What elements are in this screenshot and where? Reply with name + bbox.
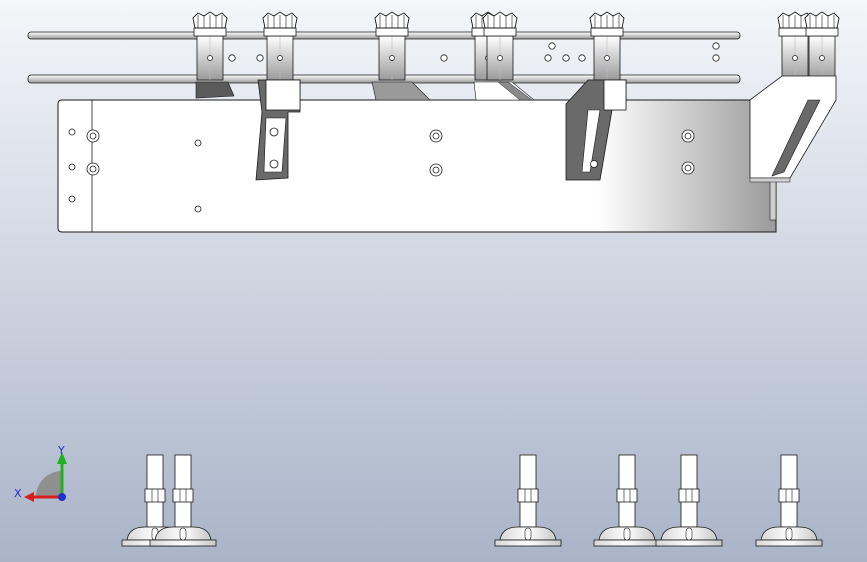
clamp-brackets <box>195 75 837 183</box>
plate-holes <box>68 42 720 213</box>
axis-triad: Y X <box>14 444 67 502</box>
leveling-feet <box>121 454 823 547</box>
bracket-4[interactable] <box>473 81 535 101</box>
star-knob-icon[interactable] <box>589 11 625 29</box>
leveling-foot[interactable] <box>655 454 723 547</box>
knob-posts <box>192 11 840 81</box>
knob-post[interactable] <box>777 11 813 81</box>
knob-post[interactable] <box>804 11 840 81</box>
star-knob-icon[interactable] <box>804 11 840 29</box>
bracket-5[interactable] <box>565 79 627 181</box>
leveling-foot[interactable] <box>149 454 217 547</box>
hex-nut <box>86 162 100 176</box>
knob-post[interactable] <box>589 11 625 81</box>
bracket-3[interactable] <box>371 81 431 101</box>
knob-post[interactable] <box>262 11 298 81</box>
knob-post[interactable] <box>482 11 518 81</box>
y-axis-label: Y <box>57 444 65 457</box>
star-knob-icon[interactable] <box>374 11 410 29</box>
main-plate[interactable] <box>57 99 777 233</box>
hex-nut <box>681 129 695 143</box>
bracket-6[interactable] <box>749 75 837 183</box>
knob-post[interactable] <box>374 11 410 81</box>
hex-nut <box>429 163 443 177</box>
star-knob-icon[interactable] <box>262 11 298 29</box>
hex-nut <box>429 129 443 143</box>
hex-nut <box>681 161 695 175</box>
hex-nut <box>86 129 100 143</box>
x-axis-label: X <box>14 487 22 500</box>
knob-post[interactable] <box>192 11 228 81</box>
star-knob-icon[interactable] <box>192 11 228 29</box>
bracket-2[interactable] <box>195 81 235 99</box>
leveling-foot[interactable] <box>755 454 823 547</box>
leveling-foot[interactable] <box>494 454 562 547</box>
leveling-foot[interactable] <box>593 454 661 547</box>
star-knob-icon[interactable] <box>482 11 518 29</box>
bracket-1[interactable] <box>255 79 301 181</box>
